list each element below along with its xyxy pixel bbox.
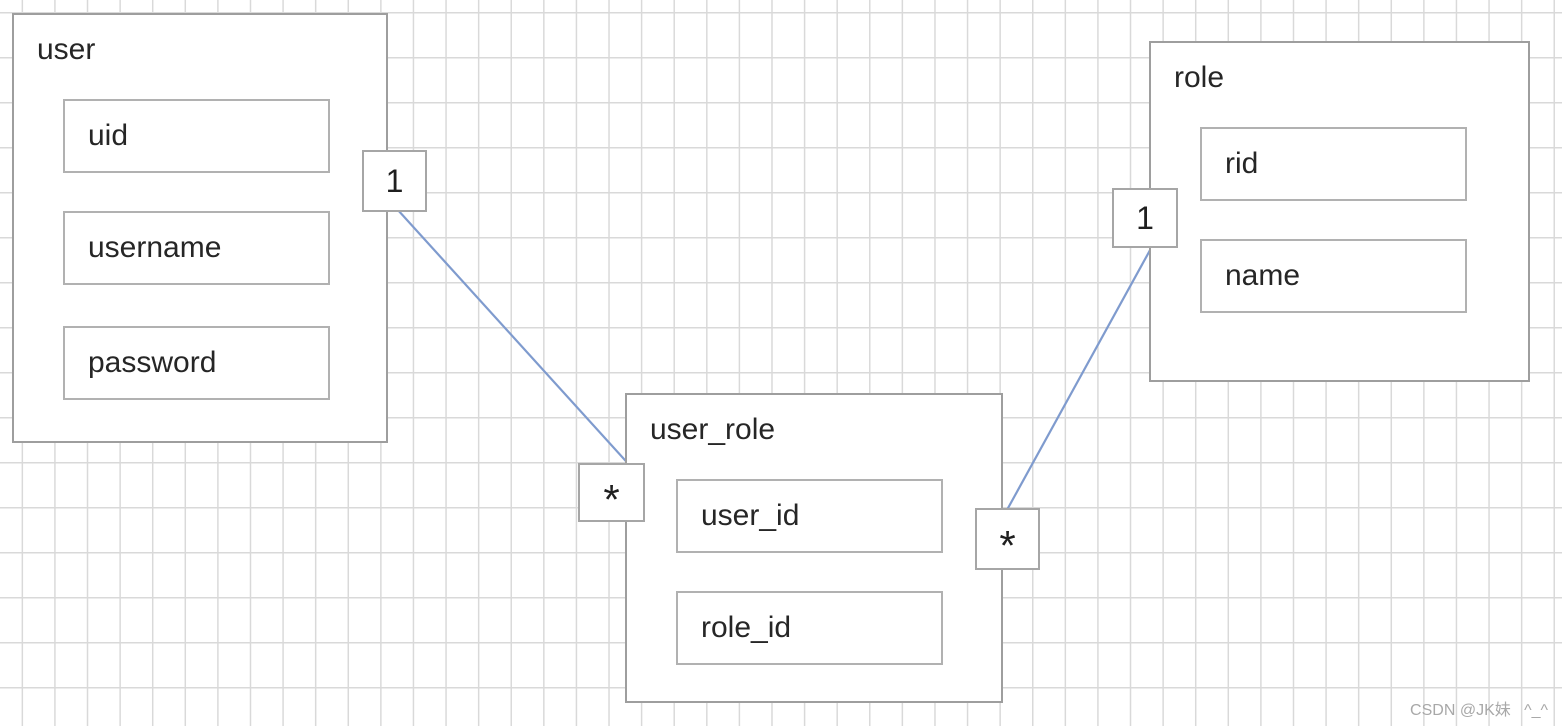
entity-user: user uid username password (12, 13, 388, 443)
cardinality-label-user-one: 1 (362, 150, 427, 212)
entity-role-title: role (1174, 61, 1225, 94)
field-user-id: user_id (676, 479, 943, 553)
field-name: name (1200, 239, 1467, 313)
cardinality-label-user-role-many: * (578, 463, 645, 523)
field-username: username (63, 211, 330, 285)
entity-user-role: user_role user_id role_id (625, 393, 1003, 703)
field-rid: rid (1200, 127, 1467, 201)
entity-role: role rid name (1149, 41, 1530, 382)
entity-user-role-title: user_role (650, 413, 776, 446)
field-uid: uid (63, 99, 330, 173)
field-role-id: role_id (676, 591, 943, 665)
field-password: password (63, 326, 330, 400)
cardinality-label-role-one: 1 (1112, 188, 1178, 248)
cardinality-label-role-side-many: * (975, 508, 1040, 570)
csdn-watermark: CSDN @JK妹 ^_^ (1410, 702, 1548, 719)
entity-user-title: user (37, 33, 96, 66)
